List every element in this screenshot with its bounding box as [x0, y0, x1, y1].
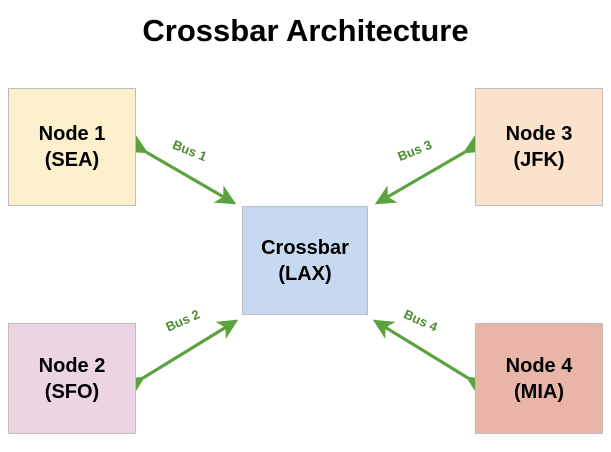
node4-name: Node 4	[505, 354, 573, 377]
node3-code: (JFK)	[513, 149, 565, 171]
node2-name: Node 2	[38, 354, 106, 377]
node4-code: (MIA)	[514, 380, 564, 403]
node1-code: (SEA)	[44, 149, 100, 171]
crossbar-hub-box[interactable]: Crossbar (LAX)	[242, 206, 368, 315]
node-box-node4[interactable]: Node 4 (MIA)	[475, 323, 603, 434]
bus2-arrow	[122, 319, 239, 396]
node-box-node1[interactable]: Node 1 (SEA)	[8, 88, 136, 206]
bus4-arrow	[372, 319, 489, 396]
node3-name: Node 3	[505, 123, 573, 145]
page-title: Crossbar Architecture	[142, 13, 469, 48]
node2-code: (SFO)	[44, 380, 100, 403]
crossbar-code: (LAX)	[278, 262, 332, 285]
node1-name: Node 1	[38, 123, 106, 145]
node-box-node2[interactable]: Node 2 (SFO)	[8, 323, 136, 434]
crossbar-name: Crossbar	[261, 236, 349, 259]
node-box-node3[interactable]: Node 3 (JFK)	[475, 88, 603, 206]
bus3-arrow	[374, 134, 486, 205]
bus1-arrow	[125, 134, 237, 205]
